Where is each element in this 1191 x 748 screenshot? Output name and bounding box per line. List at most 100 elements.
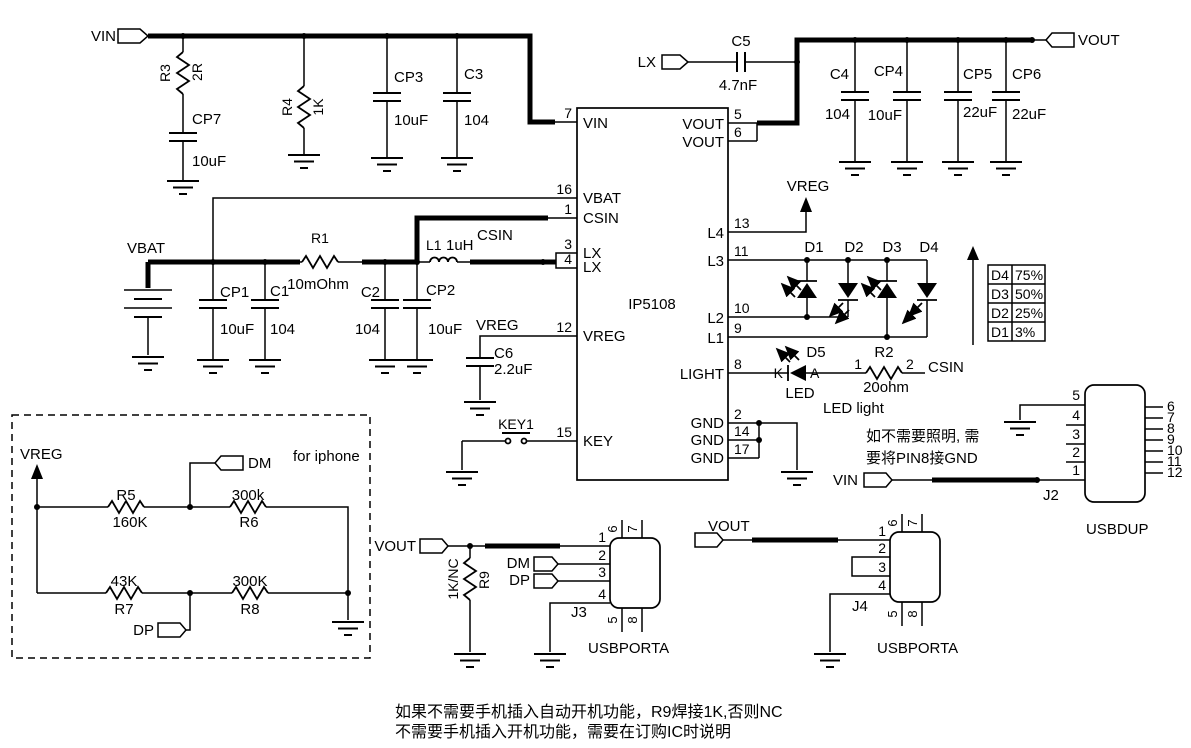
- ic-pin-num: 9: [734, 320, 742, 336]
- lx-port-tag: [661, 54, 690, 70]
- ic-pin-name: LX: [583, 259, 601, 276]
- ic-pin-name: VOUT: [682, 116, 724, 133]
- l1-ref: L1: [426, 237, 442, 253]
- j3-pin-num: 4: [598, 586, 606, 602]
- r7-value: 43K: [111, 573, 138, 590]
- ic-pin-num: 7: [564, 105, 572, 121]
- j3-type: USBPORTA: [588, 640, 669, 657]
- j2-pin-num: 4: [1072, 407, 1080, 423]
- c5-ref: C5: [731, 33, 750, 50]
- ic-pin-name: KEY: [583, 433, 613, 450]
- cp4-value: 10uF: [868, 107, 902, 124]
- ic-name: IP5108: [628, 296, 676, 313]
- ic-pin-num: 6: [734, 124, 742, 140]
- j3-pin-num: 8: [625, 616, 640, 623]
- j3-pin-num: 6: [605, 525, 620, 532]
- ground-symbol: [287, 154, 321, 169]
- dp-net-label: DP: [509, 572, 530, 589]
- j2-type: USBDUP: [1086, 521, 1149, 538]
- vout-port-tag: [419, 538, 449, 554]
- l1-value: 1uH: [446, 237, 474, 254]
- ic-pin-num: 4: [564, 251, 572, 267]
- c1-ref: C1: [270, 283, 289, 300]
- table-cell: D4: [991, 267, 1009, 283]
- bottom-note-line2: 不需要手机插入开机功能，需要在订购IC时说明: [395, 723, 731, 741]
- cp7-value: 10uF: [192, 153, 226, 170]
- battery-section: VBAT R1 10mOhm L1 1uH CSIN CP1 10uF C1 1…: [124, 197, 577, 374]
- table-cell: D3: [991, 286, 1009, 302]
- d5-anode-label: A: [810, 365, 820, 381]
- vreg-arrow: [800, 197, 812, 212]
- j3-pin-num: 1: [598, 529, 606, 545]
- key-circuit: KEY1: [445, 416, 577, 486]
- c4-value: 104: [825, 106, 850, 123]
- battery-level-table: D4 75% D3 50% D2 25% D1 3%: [967, 246, 1046, 345]
- j2-body: [1084, 384, 1146, 503]
- cp5-ref: CP5: [963, 66, 992, 83]
- iphone-box: [11, 414, 371, 659]
- dm-net-label: DM: [248, 455, 271, 472]
- ic-pin-name: CSIN: [583, 210, 619, 227]
- resistor-r7: [105, 585, 143, 601]
- ground-symbol: [370, 157, 404, 172]
- capacitor-c2: [370, 299, 400, 309]
- bottom-note-line1: 如果不需要手机插入自动开机功能，R9焊接1K,否则NC: [395, 703, 783, 721]
- j2-pin-num: 7: [1167, 409, 1175, 425]
- ic-body: [576, 107, 729, 481]
- notes: 如果不需要手机插入自动开机功能，R9焊接1K,否则NC 不需要手机插入开机功能，…: [395, 703, 783, 741]
- c1-value: 104: [270, 321, 295, 338]
- capacitor-cp4: [892, 91, 922, 101]
- c4-ref: C4: [830, 66, 849, 83]
- cp3-value: 10uF: [394, 112, 428, 129]
- dp-net-label: DP: [133, 622, 154, 639]
- vout-rail: VOUT C4 104 CP4 10uF CP5 22uF CP6 22uF: [728, 32, 1120, 176]
- led-d2: [828, 283, 858, 325]
- ground-symbol: [941, 161, 975, 176]
- capacitor-c6: [465, 357, 495, 367]
- cp6-value: 22uF: [1012, 106, 1046, 123]
- ic-pin-num: 10: [734, 300, 750, 316]
- ic-pin-num: 13: [734, 215, 750, 231]
- capacitor-cp2: [402, 299, 432, 309]
- j2-pin-num: 3: [1072, 426, 1080, 442]
- ic-pin-name: L3: [707, 253, 724, 270]
- c5-value: 4.7nF: [719, 77, 757, 94]
- ground-symbol: [445, 471, 479, 486]
- ic-pin-num: 14: [734, 423, 750, 439]
- resistor-r1: [301, 254, 339, 270]
- ic-pin-num: 3: [564, 236, 572, 252]
- resistor-r8: [231, 585, 269, 601]
- d5-cathode-label: K: [774, 365, 784, 381]
- dm-net-label: DM: [507, 555, 530, 572]
- cp4-ref: CP4: [874, 63, 903, 80]
- r6-value: 300k: [232, 487, 265, 504]
- ic-pin-name: LX: [583, 245, 601, 262]
- iphone-divider: VREG for iphone R5 160K 300k R6 43K R7 3…: [11, 414, 371, 659]
- ground-symbol: [166, 180, 200, 195]
- cp1-value: 10uF: [220, 321, 254, 338]
- ic-pin-name: L2: [707, 310, 724, 327]
- light-led: D5 K A LED R2 1 2 20ohm CSIN LED light 如…: [728, 344, 979, 467]
- r2-value: 20ohm: [863, 379, 909, 396]
- j2-pin-num: 11: [1167, 453, 1182, 469]
- ic-pin-name: GND: [691, 415, 725, 432]
- j2-ref: J2: [1043, 487, 1059, 504]
- d5-ref: D5: [806, 344, 825, 361]
- ground-symbol: [131, 356, 165, 371]
- vreg-net-label: VREG: [476, 317, 519, 334]
- c3-ref: C3: [464, 66, 483, 83]
- ic-pin-num: 5: [734, 106, 742, 122]
- ground-symbol: [890, 161, 924, 176]
- led-bargraph: D1 D2 D3 D4 D4 75% D3 50% D2 25% D1 3%: [728, 239, 1046, 345]
- resistor-r4: [296, 85, 312, 129]
- input-filter: R3 2R CP7 10uF R4 1K CP3 10uF C3 104: [157, 36, 489, 195]
- capacitor-c1: [250, 299, 280, 309]
- r7-ref: R7: [114, 601, 133, 618]
- l4-vreg: VREG: [728, 178, 829, 233]
- ground-symbol: [813, 653, 847, 668]
- ground-symbol: [780, 471, 814, 486]
- ic-ip5108: IP5108 7 16 1 3 4 12 15 VIN VBAT CSIN LX…: [556, 105, 750, 481]
- j2-pin-num: 5: [1072, 387, 1080, 403]
- j2-pin-num: 8: [1167, 420, 1175, 436]
- j3-pin-num: 5: [605, 616, 620, 623]
